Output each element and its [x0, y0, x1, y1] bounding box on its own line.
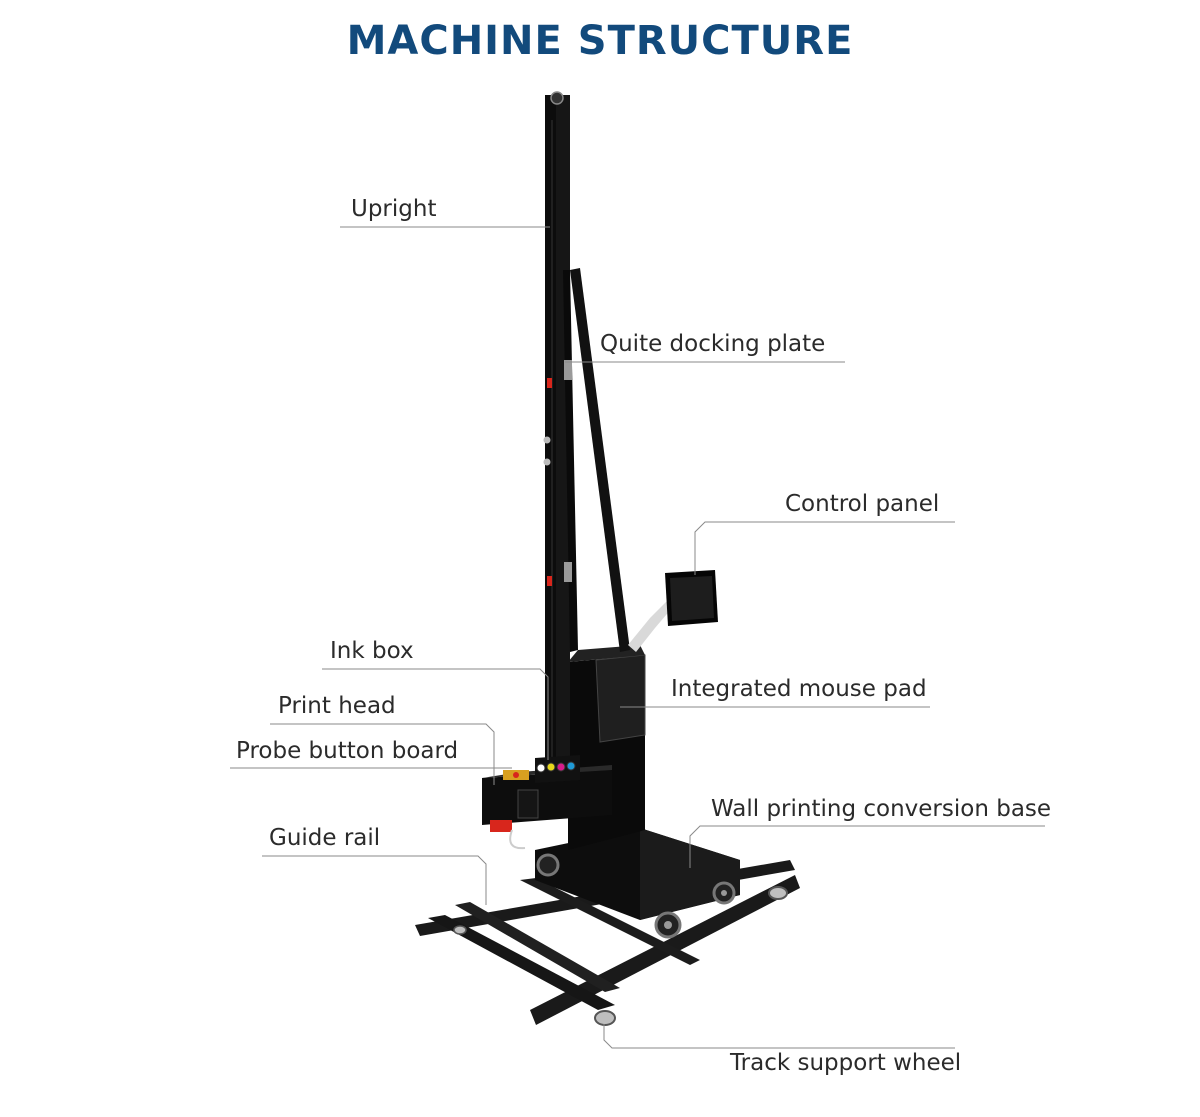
label-probe-button-board: Probe button board [236, 738, 459, 764]
main-housing [568, 645, 646, 850]
leader-line-ink-box [322, 668, 549, 760]
upright-column [545, 91, 570, 775]
label-ink-box: Ink box [330, 638, 414, 664]
leader-line-track-support-wheel [603, 1024, 955, 1049]
leader-lines [230, 226, 1045, 1049]
label-upright: Upright [351, 196, 437, 222]
probe-button-board [503, 770, 529, 780]
leader-line-control-panel [694, 521, 955, 575]
leader-line-guide-rail [262, 855, 487, 905]
label-print-head: Print head [278, 693, 396, 719]
page-title: MACHINE STRUCTURE [346, 18, 854, 64]
label-quite-docking-plate: Quite docking plate [600, 331, 826, 357]
label-wall-printing-conversion-base: Wall printing conversion base [711, 796, 1052, 822]
leader-line-wall-printing-conversion-base [689, 825, 1045, 868]
control-panel-screen [628, 570, 718, 652]
label-track-support-wheel: Track support wheel [730, 1050, 962, 1076]
docking-plate-brace [543, 268, 630, 652]
conversion-base [535, 828, 740, 939]
ink-box [535, 755, 580, 783]
leader-line-print-head [270, 723, 495, 785]
label-integrated-mouse-pad: Integrated mouse pad [671, 676, 927, 702]
label-guide-rail: Guide rail [269, 825, 381, 851]
track-support-wheels [453, 886, 788, 1026]
label-control-panel: Control panel [785, 491, 940, 517]
